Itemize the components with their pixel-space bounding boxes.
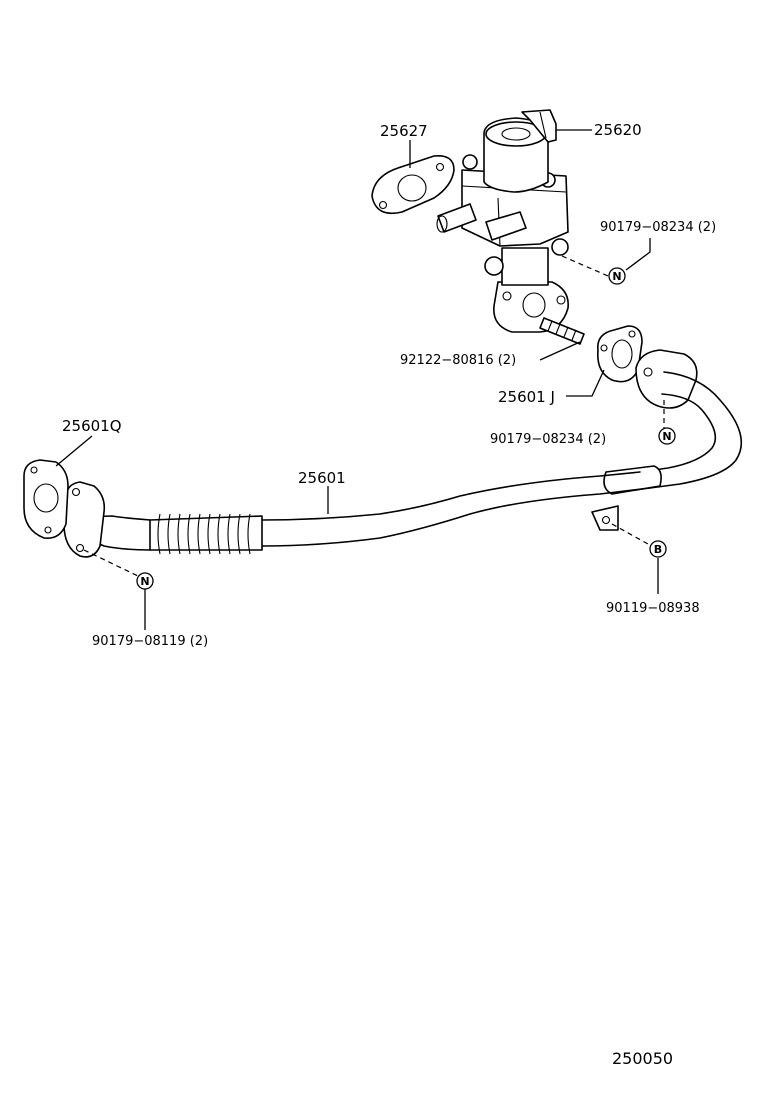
callout-gasket-q: 25601Q <box>62 417 122 435</box>
stud-bolt <box>539 317 585 345</box>
valve-gasket <box>371 154 455 215</box>
callout-bolt-pipe-lower: 90179−08119 (2) <box>92 634 208 649</box>
callout-bolt-pipe-upper: 90179−08234 (2) <box>490 432 606 447</box>
svg-text:N: N <box>662 430 671 443</box>
bolt-symbol: B <box>649 540 667 558</box>
callout-gasket-j: 25601 J <box>498 388 555 406</box>
leader-lines <box>55 129 665 630</box>
svg-text:B: B <box>654 543 662 556</box>
diagram-code: 250050 <box>612 1049 673 1068</box>
callout-pipe: 25601 <box>298 469 346 487</box>
egr-valve <box>436 109 569 333</box>
svg-text:N: N <box>612 270 621 283</box>
callout-valve: 25620 <box>594 121 642 139</box>
callout-bolt-bracket: 90119−08938 <box>606 601 700 616</box>
callout-valve-gasket: 25627 <box>380 122 428 140</box>
gasket-q <box>23 459 69 540</box>
nut-symbol-upper: N <box>658 427 676 445</box>
nut-symbol-lower: N <box>136 572 154 590</box>
pipe-bellows <box>149 513 263 555</box>
svg-text:N: N <box>140 575 149 588</box>
callout-bolt-valve: 90179−08234 (2) <box>600 220 716 235</box>
gasket-j <box>596 325 643 383</box>
nut-symbol-valve: N <box>608 267 626 285</box>
egr-pipe <box>63 349 743 558</box>
callout-stud: 92122−80816 (2) <box>400 353 516 368</box>
